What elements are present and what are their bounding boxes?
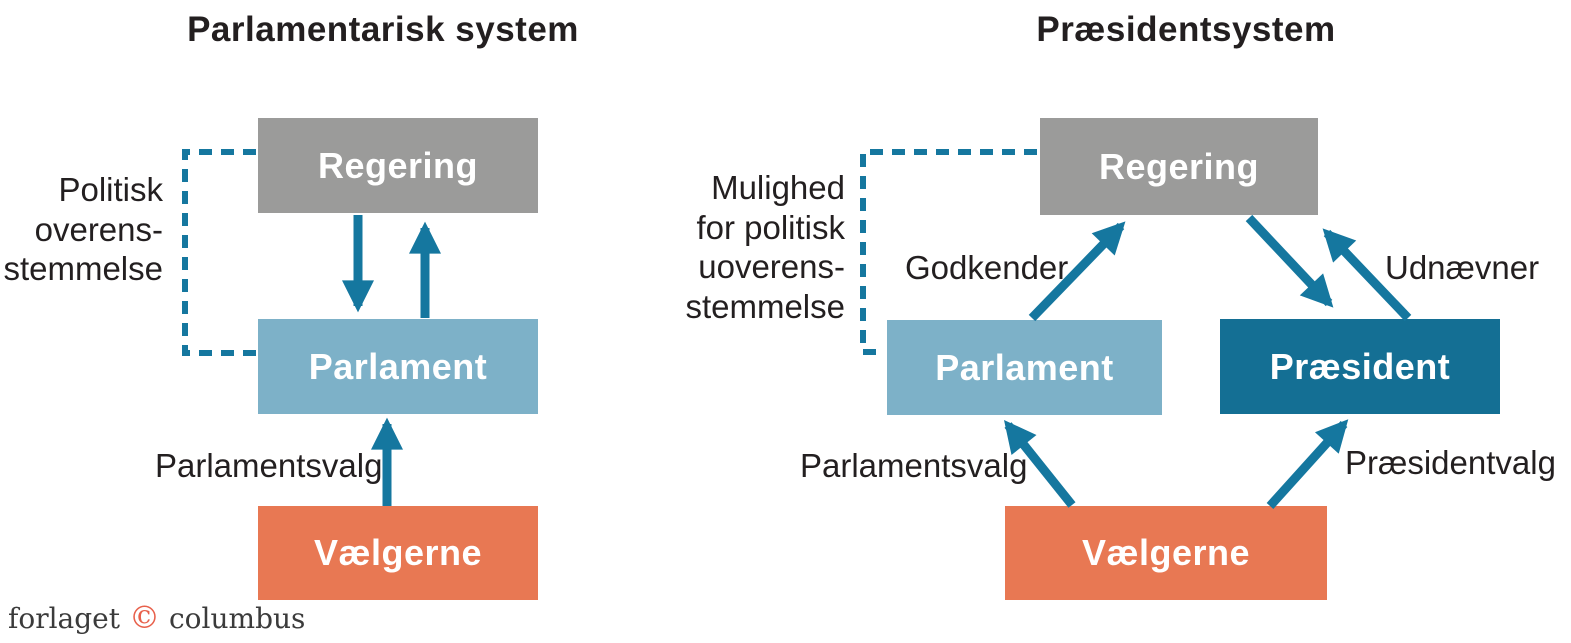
vaelgerne-to-praesident-arrow: [1266, 419, 1349, 510]
publisher-name-left: forlaget: [8, 602, 120, 635]
udnaevner-label: Udnævner: [1385, 249, 1540, 286]
vaelgerne-box-left: Vælgerne: [258, 506, 538, 600]
vaelgerne-box-right-label: Vælgerne: [1081, 532, 1251, 573]
mulighed-uoverensstemmelse-label: Mulighed for politisk uoverens- stemmels…: [685, 169, 845, 325]
praesident-box-label: Præsident: [1269, 345, 1451, 387]
right-diagram-title: Præsidentsystem: [1036, 10, 1336, 49]
parlament-box-right: Parlament: [887, 320, 1162, 415]
vaelgerne-box-left-label: Vælgerne: [313, 532, 483, 573]
left-diagram-title: Parlamentarisk system: [187, 10, 579, 49]
regering-box-right: Regering: [1040, 118, 1318, 215]
parlament-box-right-label: Parlament: [935, 346, 1114, 388]
copyright-icon: ©: [129, 600, 160, 636]
godkender-label: Godkender: [905, 249, 1069, 286]
vaelgerne-box-right: Vælgerne: [1005, 506, 1327, 600]
praesidentvalg-label: Præsidentvalg: [1345, 444, 1556, 481]
parlament-box-left: Parlament: [258, 319, 538, 414]
parlament-box-left-label: Parlament: [308, 345, 488, 387]
publisher-name-right: columbus: [169, 602, 306, 635]
praesident-box: Præsident: [1220, 319, 1500, 414]
politisk-overensstemmelse-label: Politisk overens- stemmelse: [3, 171, 163, 288]
regering-box-right-label: Regering: [1098, 145, 1260, 187]
parlamentsvalg-label-left: Parlamentsvalg: [155, 447, 383, 484]
regering-box-left-label: Regering: [317, 144, 479, 186]
regering-to-praesident-arrow: [1245, 214, 1334, 308]
left-dashed-connector: [182, 149, 256, 356]
publisher-credit: forlaget © columbus: [8, 602, 305, 635]
parlamentsvalg-label-right: Parlamentsvalg: [800, 447, 1028, 484]
regering-box-left: Regering: [258, 118, 538, 213]
